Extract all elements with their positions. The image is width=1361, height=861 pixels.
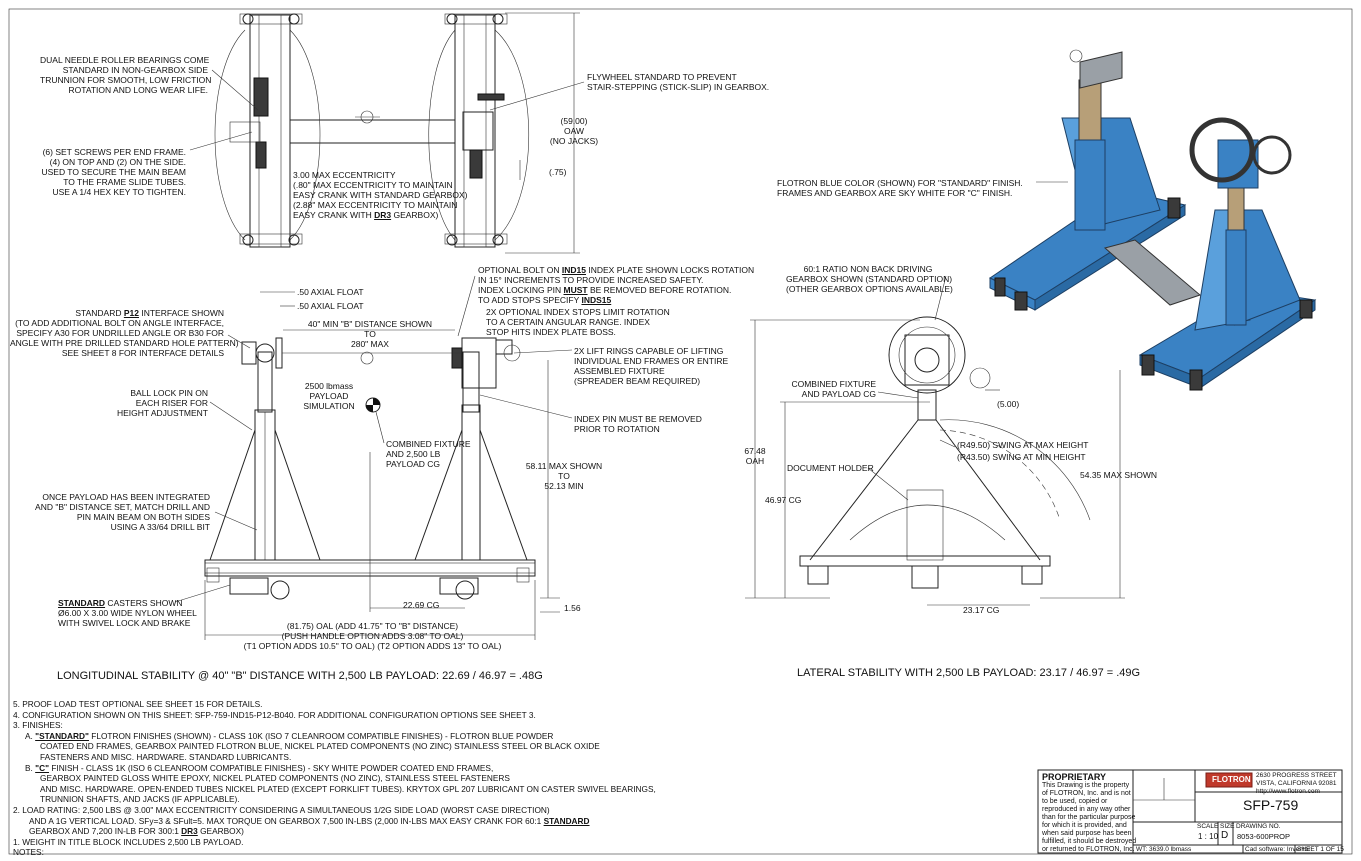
casters-note: STANDARD CASTERS SHOWN Ø6.00 X 3.00 WIDE…	[58, 598, 197, 628]
size-value: D	[1221, 830, 1229, 841]
drawing-no: 8053-600PROP	[1237, 832, 1290, 841]
lateral-stability: LATERAL STABILITY WITH 2,500 LB PAYLOAD:…	[797, 667, 1141, 679]
size-label: SIZE	[1220, 823, 1235, 830]
document-holder-label: DOCUMENT HOLDER	[787, 463, 874, 473]
oal-dimension: (81.75) OAL (ADD 41.75" TO "B" DISTANCE)…	[243, 621, 502, 651]
axial-float-1: .50 AXIAL FLOAT	[297, 287, 364, 297]
drawing-no-label: DRAWING NO.	[1236, 823, 1281, 830]
oaw-dimension: (59.00)OAW(NO JACKS)	[549, 116, 599, 146]
longitudinal-stability: LONGITUDINAL STABILITY @ 40" "B" DISTANC…	[57, 670, 543, 682]
end-cg-width: 23.17 CG	[963, 605, 1000, 615]
drawing-title: SFP-759	[1243, 797, 1299, 813]
side-view-leaders	[174, 275, 573, 603]
proprietary-title: PROPRIETARY	[1042, 772, 1107, 782]
p12-interface-note: STANDARD P12 INTERFACE SHOWN (TO ADD ADD…	[10, 308, 239, 358]
ground-clearance-dimension: 1.56	[564, 603, 581, 613]
end-view	[745, 316, 1125, 606]
setscrew-note: (6) SET SCREWS PER END FRAME.(4) ON TOP …	[41, 147, 186, 197]
eccentricity-note: 3.00 MAX ECCENTRICITY(.80" MAX ECCENTRIC…	[293, 170, 468, 220]
axial-float-2: .50 AXIAL FLOAT	[297, 301, 364, 311]
top-view-leaders	[189, 69, 585, 151]
title-block	[1037, 769, 1343, 854]
general-notes: 5. PROOF LOAD TEST OPTIONAL SEE SHEET 15…	[13, 699, 656, 858]
weight: WT: 3639.0 lbmass	[1136, 846, 1192, 853]
scale-label: SCALE	[1197, 823, 1219, 830]
swing-min: (R43.50) SWING AT MIN HEIGHT	[957, 452, 1086, 462]
index-plate-note: OPTIONAL BOLT ON IND15 INDEX PLATE SHOWN…	[478, 265, 755, 305]
top-view	[214, 12, 580, 254]
offset-dimension: (.75)	[549, 167, 567, 177]
sheet-number: SHEET 1 OF 15	[1297, 846, 1344, 853]
swing-max: (R49.50) SWING AT MAX HEIGHT	[957, 440, 1089, 450]
flotron-logo	[1205, 772, 1253, 788]
drawing-border	[8, 8, 1353, 855]
isometric-view	[989, 49, 1317, 391]
scale-value: 1 : 10	[1198, 832, 1219, 841]
cad-software: Cad software: Inventor	[1245, 846, 1311, 853]
side-view	[204, 329, 560, 640]
logo-text: FLOTRON	[1212, 775, 1251, 784]
max-shown-dimension: 54.35 MAX SHOWN	[1080, 470, 1157, 480]
end-offset-dimension: (5.00)	[997, 399, 1020, 409]
end-view-leaders	[867, 275, 956, 501]
end-cg-height: 46.97 CG	[765, 495, 802, 505]
color-note: FLOTRON BLUE COLOR (SHOWN) FOR "STANDARD…	[777, 178, 1023, 198]
side-cg-dimension: 22.69 CG	[403, 600, 440, 610]
